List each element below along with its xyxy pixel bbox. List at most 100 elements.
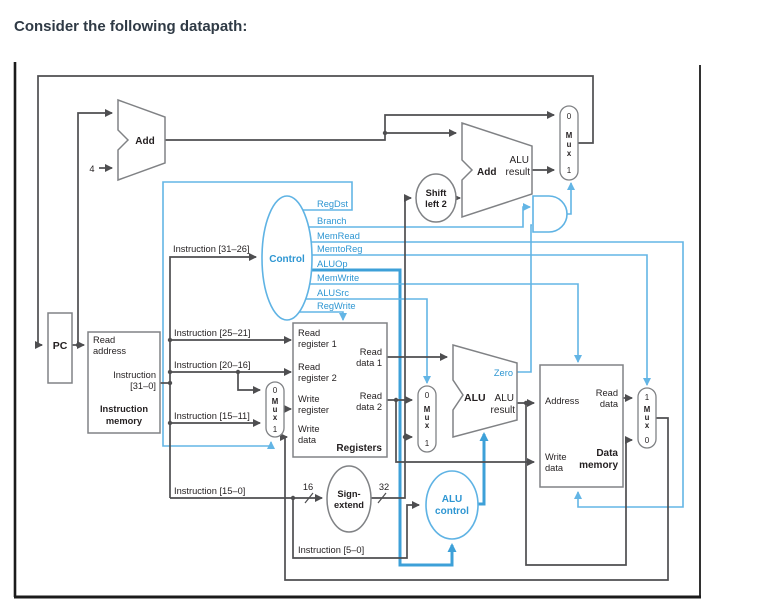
label-regdst: RegDst — [317, 199, 348, 209]
pc-adder-label: Add — [135, 136, 154, 147]
mux-letter-x: x — [425, 421, 430, 430]
registers-title: Registers — [336, 443, 382, 454]
data-memory: Address Read data Write data Data memory — [539, 364, 624, 488]
wire-rt-to-mux0 — [237, 372, 261, 394]
signext-label-1: Sign- — [337, 489, 360, 499]
dmem-address: Address — [545, 396, 579, 406]
figure-border — [13, 62, 701, 599]
imem-title-2: memory — [106, 416, 143, 426]
junction — [167, 369, 173, 375]
reg-wd-1: Write — [298, 424, 320, 434]
regdst-mux-0: 0 — [273, 386, 278, 395]
mux-letter-m: M — [566, 131, 573, 140]
imem-read-address-1: Read — [93, 335, 115, 345]
alusrc-mux-0: 0 — [425, 391, 430, 400]
data-wires — [35, 75, 669, 581]
wire-aluctl-to-alu — [478, 432, 489, 506]
wire-pcsrc-to-pc — [35, 75, 594, 349]
wire-alu-to-mux0 — [525, 403, 633, 566]
branch-adder-label: Add — [477, 167, 496, 178]
field-31-26-label: Instruction [31–26] — [173, 244, 250, 254]
wire-memtoreg — [312, 254, 651, 386]
imem-read-address-2: address — [93, 346, 126, 356]
shift-left-2: Shift left 2 — [415, 173, 457, 223]
instruction-field-labels: Instruction [25–21] Instruction [20–16] … — [174, 328, 364, 555]
label-alusrc: ALUSrc — [317, 288, 349, 298]
junction — [290, 495, 296, 501]
mux-letter-u: u — [425, 413, 430, 422]
alu-result-2: result — [491, 405, 516, 416]
page-title: Consider the following datapath: — [14, 18, 248, 35]
dmem-readdata-2: data — [600, 399, 619, 409]
dmem-title-2: memory — [579, 460, 618, 471]
label-aluop: ALUOp — [317, 259, 348, 269]
pc-adder: Add — [117, 98, 166, 182]
junction — [75, 342, 81, 348]
control-label: Control — [269, 254, 305, 265]
field-15-0-label: Instruction [15–0] — [174, 486, 245, 496]
mux-letter-m: M — [644, 405, 651, 414]
pcsrc-mux-1: 1 — [567, 166, 572, 175]
label-regwrite: RegWrite — [317, 301, 356, 311]
wire-pc4-to-mux — [384, 111, 555, 133]
wire-branch — [309, 203, 531, 228]
reg-rr1-2: register 1 — [298, 339, 337, 349]
alu-control: ALU control — [425, 470, 479, 540]
reg-rd1-2: data 1 — [356, 358, 382, 368]
pcsrc-mux-0: 0 — [567, 112, 572, 121]
signext-label-2: extend — [334, 500, 364, 510]
branch-adder-result-1: ALU — [510, 155, 529, 166]
label-memtoreg: MemtoReg — [317, 244, 362, 254]
alusrc-mux-1: 1 — [425, 439, 430, 448]
junction — [523, 400, 529, 406]
wire-funct — [292, 498, 420, 559]
instruction-memory: Read address Instruction [31–0] Instruct… — [87, 331, 161, 434]
imem-title-1: Instruction — [100, 404, 148, 414]
alu-label: ALU — [464, 392, 486, 404]
wire-signext-up — [371, 194, 412, 499]
control-signal-wires — [162, 181, 684, 567]
dmem-title-1: Data — [596, 448, 618, 459]
alusrc-mux: 0 M u x 1 — [417, 385, 437, 453]
wire-rd2-to-dmem — [395, 400, 535, 466]
control-unit: Control — [261, 195, 313, 321]
wire-memread — [311, 241, 684, 508]
reg-rr2-2: register 2 — [298, 373, 337, 383]
mux-letter-x: x — [645, 421, 650, 430]
mux-letter-m: M — [424, 405, 431, 414]
mux-letter-u: u — [567, 140, 572, 149]
shift-label-1: Shift — [426, 188, 447, 198]
field-5-0-label: Instruction [5–0] — [298, 545, 364, 555]
wire-memwrite — [310, 283, 582, 363]
bitwidth-slash-16 — [304, 492, 314, 504]
memtoreg-mux-0: 0 — [645, 436, 650, 445]
branch-and-gate — [532, 195, 568, 233]
label-branch: Branch — [317, 216, 346, 226]
junction — [235, 369, 241, 375]
reg-rr1-1: Read — [298, 328, 320, 338]
reg-rd1-1: Read — [360, 347, 382, 357]
wire-instruction-bus — [169, 253, 257, 498]
bitwidth-16: 16 — [303, 482, 313, 492]
control-signal-labels: RegDst Branch MemRead MemtoReg ALUOp Mem… — [317, 199, 362, 311]
shift-label-2: left 2 — [425, 199, 447, 209]
memtoreg-mux: 1 M u x 0 — [637, 387, 657, 449]
bitwidth-slash-32 — [377, 492, 387, 504]
imem-bus-1: Instruction — [113, 370, 156, 380]
constant-four: 4 — [89, 164, 94, 174]
wire-regwrite — [299, 311, 347, 321]
pcsrc-mux: 0 M u x 1 — [559, 105, 579, 181]
dmem-writedata-2: data — [545, 463, 564, 473]
mux-letter-x: x — [273, 413, 278, 422]
pc-register: PC — [47, 312, 73, 384]
pc-label: PC — [53, 340, 68, 352]
wire-pc4 — [165, 133, 386, 141]
reg-rd2-1: Read — [360, 391, 382, 401]
junction — [382, 130, 388, 136]
junction — [167, 337, 173, 343]
registers: Read register 1 Read register 2 Write re… — [292, 322, 388, 458]
mux-letter-m: M — [272, 397, 279, 406]
wire-and-to-mux — [567, 182, 575, 215]
